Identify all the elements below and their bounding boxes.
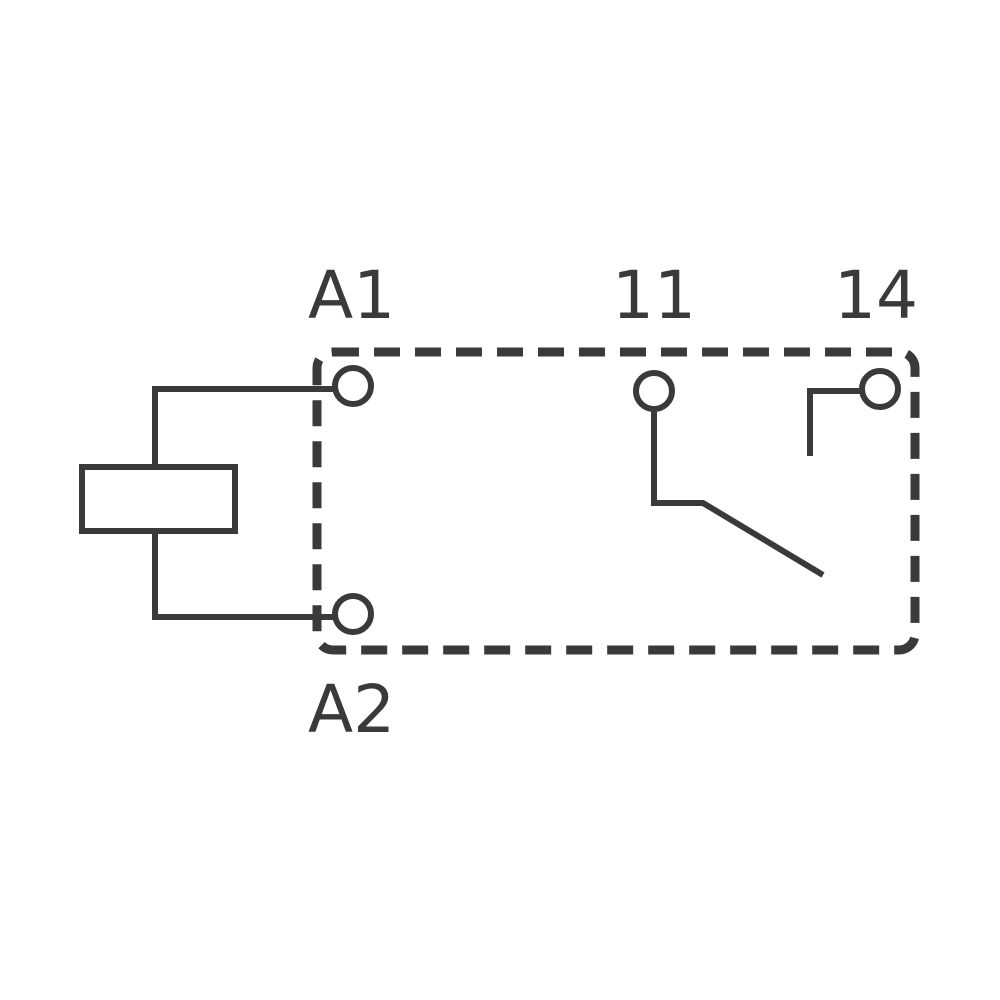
relay-housing-dashed-outline [312,347,920,655]
coil-wire-bottom [152,531,339,620]
terminal-a1-label: A1 [308,257,395,334]
fixed-contact [807,388,862,456]
terminal-14-label: 14 [834,257,918,334]
terminal-11-circle [633,370,675,412]
relay-coil [79,464,238,534]
coil-wire-top [152,386,339,467]
switch-contact-arm [651,409,825,578]
terminal-a1-circle [332,365,374,407]
terminal-a2-label: A2 [308,671,395,748]
terminal-14-circle [859,368,901,410]
terminal-a2-circle [332,593,374,635]
terminal-11-label: 11 [612,257,696,334]
